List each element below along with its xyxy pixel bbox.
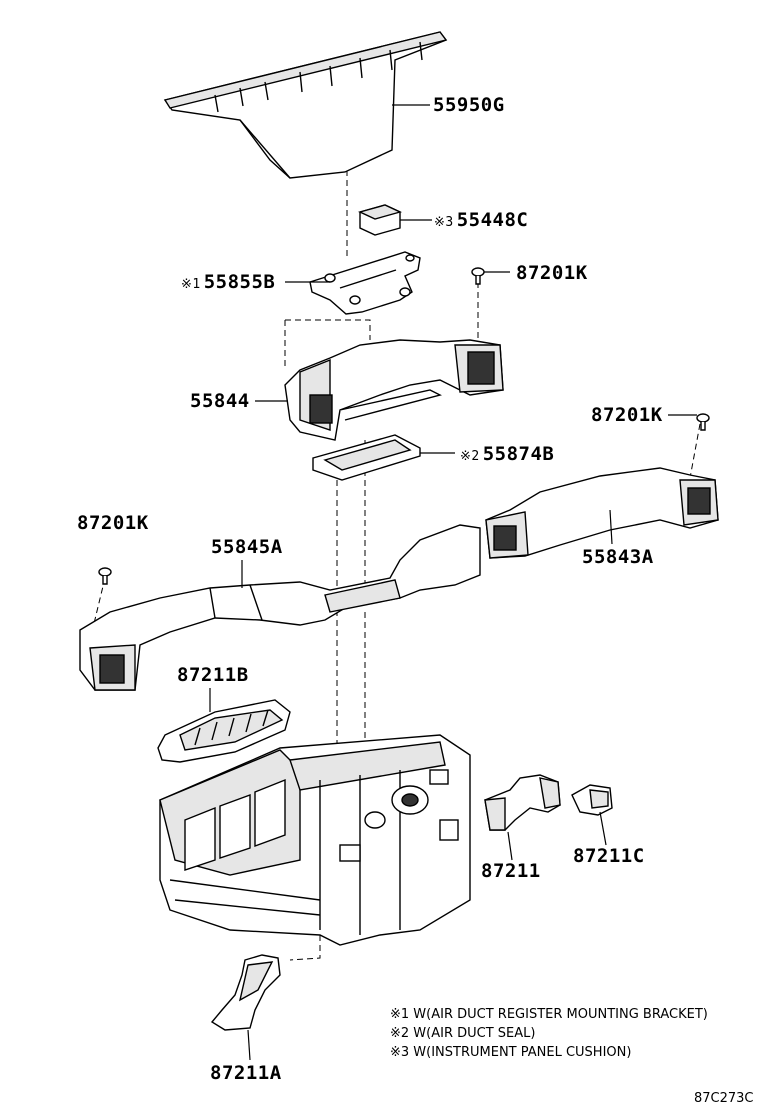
label-55950G[interactable]: 55950G	[433, 96, 505, 115]
marker-3: ※3	[434, 215, 454, 230]
label-text: 55843A	[582, 546, 654, 568]
label-text: 55844	[190, 390, 250, 412]
label-55843A[interactable]: 55843A	[582, 548, 654, 567]
part-55845A[interactable]	[79, 524, 481, 691]
label-text: 55845A	[211, 536, 283, 558]
label-87201K-right[interactable]: 87201K	[591, 406, 663, 425]
label-text: 87211C	[573, 845, 645, 867]
label-text: 55874B	[482, 443, 555, 465]
part-87201K-top[interactable]	[471, 267, 485, 285]
note-3: ※3 W(INSTRUMENT PANEL CUSHION)	[390, 1045, 632, 1060]
part-87211B[interactable]	[157, 699, 291, 763]
label-87201K-left[interactable]: 87201K	[77, 514, 149, 533]
label-87211B[interactable]: 87211B	[177, 666, 249, 685]
part-55844[interactable]	[284, 339, 504, 441]
label-text: 87201K	[591, 404, 663, 426]
label-text: 55448C	[456, 209, 529, 231]
label-87211A[interactable]: 87211A	[210, 1064, 282, 1083]
label-text: 55855B	[203, 271, 276, 293]
diagram-code: 87C273C	[694, 1091, 754, 1106]
label-text: 87201K	[516, 262, 588, 284]
marker-2: ※2	[460, 449, 480, 464]
part-87211C[interactable]	[571, 784, 613, 816]
leader-lines	[209, 104, 697, 1061]
part-55874B[interactable]	[312, 434, 421, 481]
marker-1: ※1	[181, 277, 201, 292]
note-2: ※2 W(AIR DUCT SEAL)	[390, 1026, 536, 1041]
label-text: 87211A	[210, 1062, 282, 1084]
part-87201K-right[interactable]	[696, 413, 710, 431]
part-87211[interactable]	[484, 774, 561, 831]
note-1: ※1 W(AIR DUCT REGISTER MOUNTING BRACKET)	[390, 1007, 708, 1022]
label-87211[interactable]: 87211	[481, 862, 541, 881]
label-55844[interactable]: 55844	[190, 392, 250, 411]
label-text: 55950G	[433, 94, 505, 116]
part-87211A[interactable]	[210, 954, 281, 1031]
part-55950G[interactable]	[163, 31, 448, 179]
part-55448C[interactable]	[357, 204, 403, 236]
label-55845A[interactable]: 55845A	[211, 538, 283, 557]
label-text: 87211B	[177, 664, 249, 686]
label-87201K-top[interactable]: 87201K	[516, 264, 588, 283]
heater-unit-assembly	[159, 734, 471, 946]
label-87211C[interactable]: 87211C	[573, 847, 645, 866]
part-55855B[interactable]	[309, 251, 421, 315]
part-87201K-left[interactable]	[98, 567, 112, 585]
label-text: 87201K	[77, 512, 149, 534]
label-text: 87211	[481, 860, 541, 882]
part-55843A[interactable]	[485, 467, 719, 559]
